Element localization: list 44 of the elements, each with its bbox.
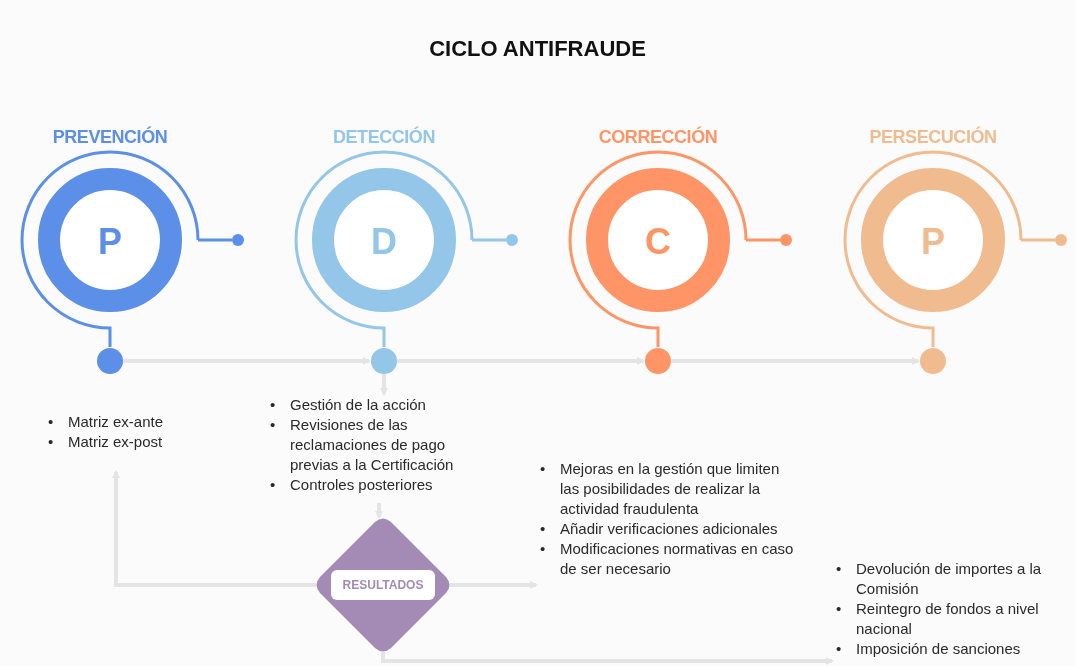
bullet-text: Revisiones de las reclamaciones de pago previas a la Certificación bbox=[290, 415, 455, 475]
connector-line bbox=[656, 332, 660, 347]
bullet-text: Controles posteriores bbox=[290, 475, 434, 495]
bullet-marker: • bbox=[835, 559, 843, 579]
arrow bbox=[112, 470, 316, 587]
bullet-marker: • bbox=[47, 412, 55, 432]
stage-letter: P bbox=[98, 224, 122, 260]
stage-title: PERSECUCIÓN bbox=[869, 125, 997, 149]
stage-letter: C bbox=[645, 224, 671, 260]
arrow bbox=[375, 503, 383, 519]
arrow bbox=[381, 652, 834, 665]
bullet-marker: • bbox=[539, 539, 547, 559]
diagram-title: CICLO ANTIFRAUDE bbox=[428, 35, 647, 63]
bullet-text: Mejoras en la gestión que limiten las posibilidades de realizar la actividad fraudulenta bbox=[560, 459, 781, 519]
connector-line bbox=[931, 332, 935, 347]
bullet-marker: • bbox=[539, 459, 547, 479]
bullet-marker: • bbox=[47, 432, 55, 452]
bullet-marker: • bbox=[835, 639, 843, 659]
bullet-text: Modificaciones normativas en caso de ser necesario bbox=[560, 539, 795, 579]
bullet-text: Devolución de importes a la Comisión bbox=[856, 559, 1043, 599]
arrow bbox=[671, 357, 920, 365]
arrow bbox=[380, 374, 388, 396]
bullet-marker: • bbox=[269, 475, 277, 495]
arrow bbox=[450, 581, 538, 589]
bullet-text: Matriz ex-post bbox=[68, 432, 164, 452]
stage-title: PREVENCIÓN bbox=[52, 125, 168, 149]
arrow bbox=[397, 357, 645, 365]
result-label: RESULTADOS bbox=[331, 570, 435, 600]
stage-title: DETECCIÓN bbox=[333, 125, 435, 149]
stage-title: CORRECCIÓN bbox=[598, 125, 718, 149]
arrow bbox=[123, 357, 371, 365]
bullet-text: Gestión de la acción bbox=[290, 395, 427, 415]
bullet-marker: • bbox=[835, 599, 843, 619]
bullet-marker: • bbox=[269, 415, 277, 435]
stage-letter: P bbox=[921, 224, 945, 260]
connector-line bbox=[382, 332, 386, 347]
bullet-text: Imposición de sanciones bbox=[856, 639, 1022, 659]
bullet-marker: • bbox=[269, 395, 277, 415]
bullet-text: Añadir verificaciones adicionales bbox=[560, 519, 779, 539]
bullet-text: Reintegro de fondos a nivel nacional bbox=[856, 599, 1040, 639]
stage-letter: D bbox=[371, 224, 397, 260]
bullet-text: Matriz ex-ante bbox=[68, 412, 165, 432]
connector-line bbox=[108, 332, 112, 347]
bullet-marker: • bbox=[539, 519, 547, 539]
